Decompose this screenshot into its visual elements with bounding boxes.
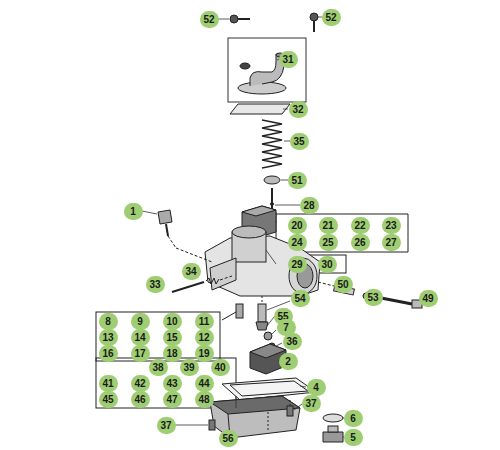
callout-number: 39 bbox=[180, 359, 199, 376]
callout-number: 22 bbox=[351, 217, 370, 234]
callout-number: 42 bbox=[131, 375, 150, 392]
callout-number: 2 bbox=[279, 353, 298, 370]
callout-number: 16 bbox=[99, 345, 118, 362]
callout-number: 40 bbox=[211, 359, 230, 376]
callout-number: 34 bbox=[182, 263, 201, 280]
callout-number: 28 bbox=[300, 197, 319, 214]
callout-number: 51 bbox=[288, 172, 307, 189]
callout-number: 8 bbox=[99, 313, 118, 330]
callout-number: 35 bbox=[290, 133, 309, 150]
callout-number: 24 bbox=[288, 234, 307, 251]
callout-number: 45 bbox=[99, 391, 118, 408]
callout-number: 9 bbox=[131, 313, 150, 330]
callout-number: 14 bbox=[131, 329, 150, 346]
callout-number: 13 bbox=[99, 329, 118, 346]
callout-number: 21 bbox=[319, 217, 338, 234]
callout-number: 23 bbox=[382, 217, 401, 234]
callout-number: 49 bbox=[419, 290, 438, 307]
callout-number: 4 bbox=[307, 379, 326, 396]
callout-number: 37 bbox=[302, 395, 321, 412]
callout-number: 17 bbox=[131, 345, 150, 362]
callout-number: 36 bbox=[283, 333, 302, 350]
callout-number: 53 bbox=[364, 289, 383, 306]
callout-number: 56 bbox=[219, 430, 238, 447]
callout-number: 11 bbox=[195, 313, 214, 330]
callout-number: 10 bbox=[163, 313, 182, 330]
callout-number: 18 bbox=[163, 345, 182, 362]
callout-number: 20 bbox=[288, 217, 307, 234]
callout-number: 48 bbox=[195, 391, 214, 408]
callout-number: 31 bbox=[279, 51, 298, 68]
callout-number: 41 bbox=[99, 375, 118, 392]
callout-number: 27 bbox=[382, 234, 401, 251]
callout-number: 1 bbox=[124, 203, 143, 220]
callout-number: 52 bbox=[322, 9, 341, 26]
callout-number: 19 bbox=[195, 345, 214, 362]
callout-number: 25 bbox=[319, 234, 338, 251]
callout-number: 29 bbox=[288, 256, 307, 273]
callout-number: 54 bbox=[291, 290, 310, 307]
callout-number: 38 bbox=[149, 359, 168, 376]
callout-number: 43 bbox=[163, 375, 182, 392]
callout-number: 32 bbox=[289, 101, 308, 118]
callout-number: 26 bbox=[351, 234, 370, 251]
callout-number: 47 bbox=[163, 391, 182, 408]
callout-number: 15 bbox=[163, 329, 182, 346]
callout-number: 50 bbox=[334, 276, 353, 293]
callout-number: 12 bbox=[195, 329, 214, 346]
callout-number: 30 bbox=[318, 256, 337, 273]
callout-number: 44 bbox=[195, 375, 214, 392]
callout-number: 52 bbox=[200, 11, 219, 28]
callout-number: 46 bbox=[131, 391, 150, 408]
callout-number: 6 bbox=[344, 410, 363, 427]
callout-number: 33 bbox=[146, 276, 165, 293]
callout-number: 37 bbox=[157, 417, 176, 434]
callout-number: 5 bbox=[344, 429, 363, 446]
